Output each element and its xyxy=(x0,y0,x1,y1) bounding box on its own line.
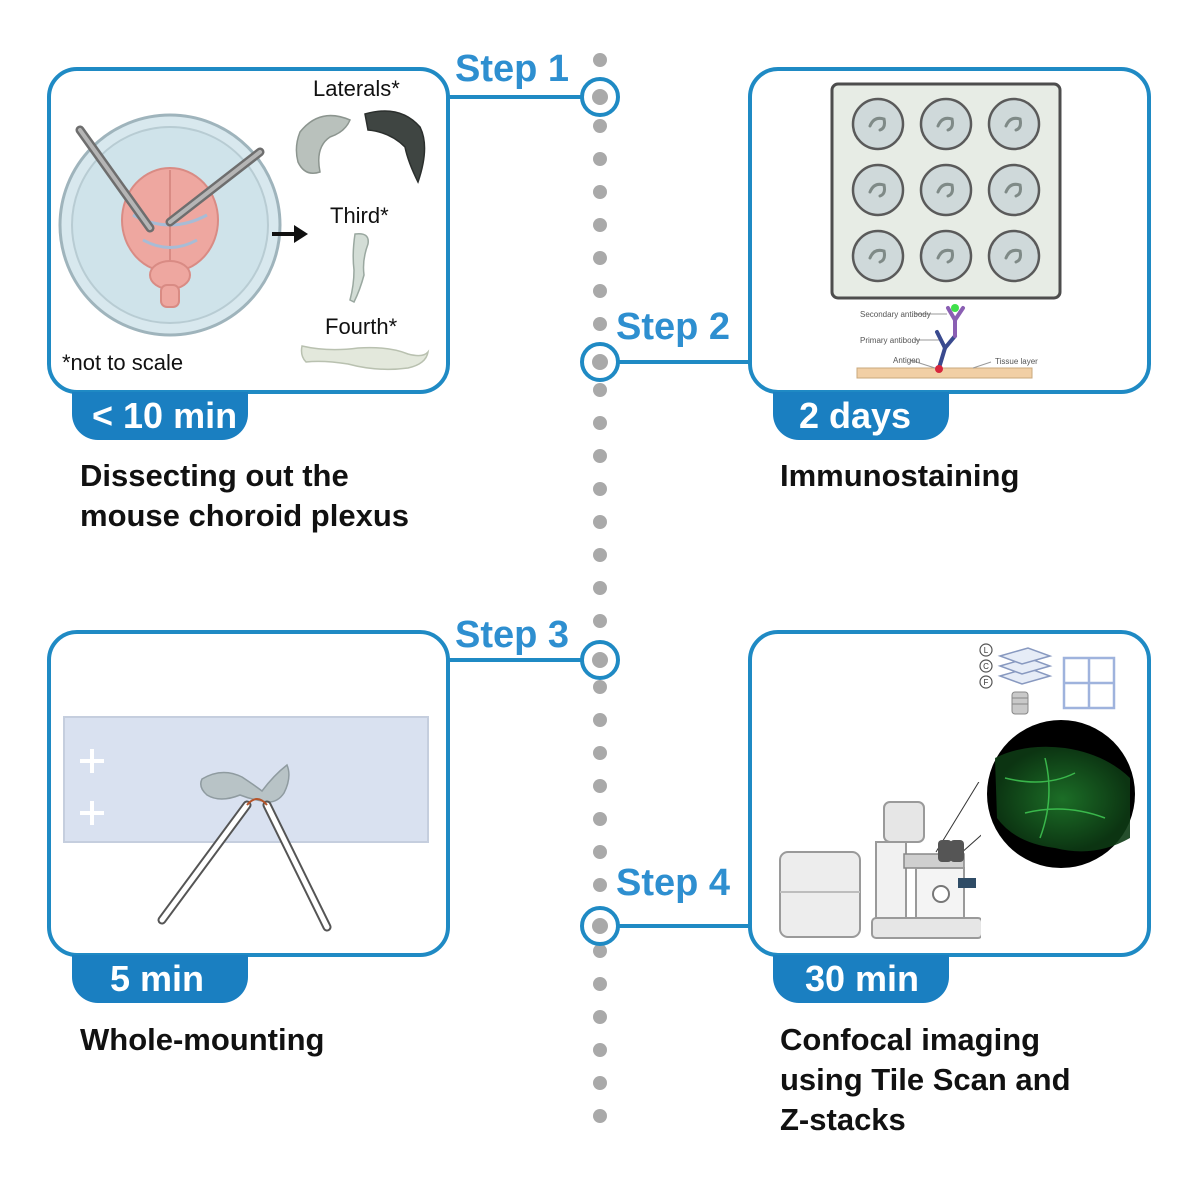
timeline-dot xyxy=(593,482,607,496)
primary-antibody-label: Primary antibody xyxy=(860,336,920,345)
tissue-sample xyxy=(1004,248,1022,264)
step2-label: Step 2 xyxy=(616,306,731,348)
timeline-dot xyxy=(593,746,607,760)
well xyxy=(851,229,905,283)
tissue-sample xyxy=(1004,182,1022,198)
step3-caption: Whole-mounting xyxy=(80,1022,325,1057)
step1-duration-badge: < 10 min xyxy=(72,392,248,440)
timeline-dot xyxy=(593,581,607,595)
well xyxy=(851,163,905,217)
timeline-dot xyxy=(593,449,607,463)
timeline-dot xyxy=(593,944,607,958)
timeline-dots xyxy=(593,53,607,1123)
stack-letter-c: C xyxy=(983,662,989,671)
timeline-dot xyxy=(593,1043,607,1057)
tissue-layer-label: Tissue layer xyxy=(995,357,1038,366)
arrow-right-icon xyxy=(272,225,308,243)
well xyxy=(987,229,1041,283)
tissue-sample xyxy=(868,248,886,264)
tissue-sample xyxy=(868,182,886,198)
step4-caption-line3: Z-stacks xyxy=(780,1102,906,1137)
stack-letter-l: L xyxy=(984,646,989,655)
timeline-dot xyxy=(593,1109,607,1123)
slide-mounting-illustration xyxy=(63,716,429,932)
lateral-tissue-illustration xyxy=(295,110,426,184)
timeline-dot xyxy=(593,1010,607,1024)
confocal-image-circle xyxy=(987,720,1135,868)
well xyxy=(987,163,1041,217)
timeline-dot xyxy=(593,185,607,199)
step2-duration-badge: 2 days xyxy=(773,392,949,440)
step4-caption-line2: using Tile Scan and xyxy=(780,1062,1071,1097)
tissue-sample xyxy=(936,116,954,132)
fourth-label: Fourth* xyxy=(325,314,398,339)
timeline-dot xyxy=(593,284,607,298)
timeline-dot xyxy=(593,515,607,529)
step3-duration-badge: 5 min xyxy=(72,955,248,1003)
timeline-dot xyxy=(593,1076,607,1090)
timeline-dot xyxy=(593,383,607,397)
timeline-dot xyxy=(593,614,607,628)
well xyxy=(919,229,973,283)
laterals-label: Laterals* xyxy=(313,76,400,101)
petri-dish-illustration xyxy=(58,113,282,337)
timeline-dot xyxy=(593,680,607,694)
secondary-antibody-label: Secondary antibody xyxy=(860,310,931,319)
z-stack-icon: L C F xyxy=(979,643,1053,715)
antigen-label: Antigen xyxy=(893,356,920,365)
step2-caption: Immunostaining xyxy=(780,458,1020,493)
well xyxy=(919,97,973,151)
timeline-dot xyxy=(593,152,607,166)
tissue-sample xyxy=(1004,116,1022,132)
timeline-dot xyxy=(593,977,607,991)
tile-scan-icon xyxy=(1062,656,1116,710)
step1-label: Step 1 xyxy=(455,48,570,90)
timeline-dot xyxy=(593,812,607,826)
third-tissue-illustration xyxy=(349,232,369,304)
timeline-dot xyxy=(593,218,607,232)
timeline-dot xyxy=(593,119,607,133)
timeline-dot xyxy=(593,779,607,793)
microscope-illustration xyxy=(779,782,981,939)
step4-caption-line1: Confocal imaging xyxy=(780,1022,1041,1057)
tissue-sample xyxy=(868,116,886,132)
well xyxy=(851,97,905,151)
scale-note: *not to scale xyxy=(62,350,184,375)
tissue-sample xyxy=(936,182,954,198)
timeline-dot xyxy=(593,845,607,859)
timeline-dot xyxy=(593,713,607,727)
timeline-dot xyxy=(593,548,607,562)
fourth-tissue-illustration xyxy=(300,345,430,371)
third-label: Third* xyxy=(330,203,389,228)
step4-duration-badge: 30 min xyxy=(773,955,949,1003)
step4-label: Step 4 xyxy=(616,862,731,904)
timeline-dot xyxy=(593,317,607,331)
step1-caption-line2: mouse choroid plexus xyxy=(80,498,410,533)
timeline-dot xyxy=(593,251,607,265)
tissue-sample xyxy=(936,248,954,264)
timeline-dot xyxy=(593,53,607,67)
timeline-dot xyxy=(593,878,607,892)
antibody-diagram: Secondary antibody Primary antibody Anti… xyxy=(856,304,1038,379)
well xyxy=(919,163,973,217)
stack-letter-f: F xyxy=(984,678,989,687)
well xyxy=(987,97,1041,151)
step1-caption-line1: Dissecting out the xyxy=(80,458,349,493)
timeline-dot xyxy=(593,416,607,430)
step3-label: Step 3 xyxy=(455,614,570,656)
well-plate-illustration xyxy=(830,82,1062,300)
